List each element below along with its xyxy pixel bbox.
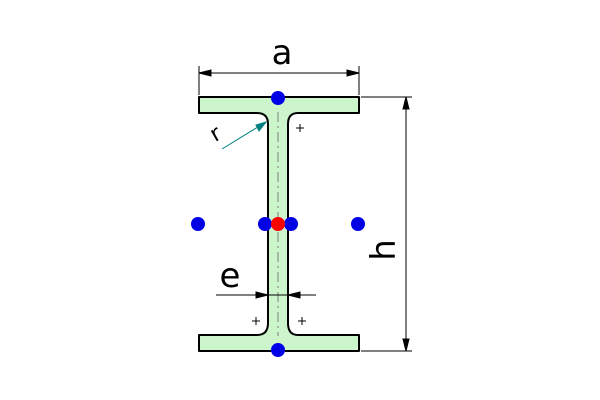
reference-points xyxy=(191,91,365,357)
label-a: a xyxy=(272,33,293,73)
point-web-left xyxy=(258,217,272,231)
fillet-radius-leader xyxy=(221,121,268,150)
point-left xyxy=(191,217,205,231)
fillet-center-marks xyxy=(252,124,306,325)
point-web-right xyxy=(284,217,298,231)
dimension-h xyxy=(361,96,412,352)
centroid-point xyxy=(271,217,285,231)
dimension-a xyxy=(198,66,360,95)
label-h: h xyxy=(364,239,404,261)
point-bottom-flange xyxy=(271,343,285,357)
point-right xyxy=(351,217,365,231)
label-e: e xyxy=(220,256,241,296)
point-top-flange xyxy=(271,91,285,105)
label-r: r xyxy=(206,121,227,148)
dimension-e xyxy=(216,290,316,302)
